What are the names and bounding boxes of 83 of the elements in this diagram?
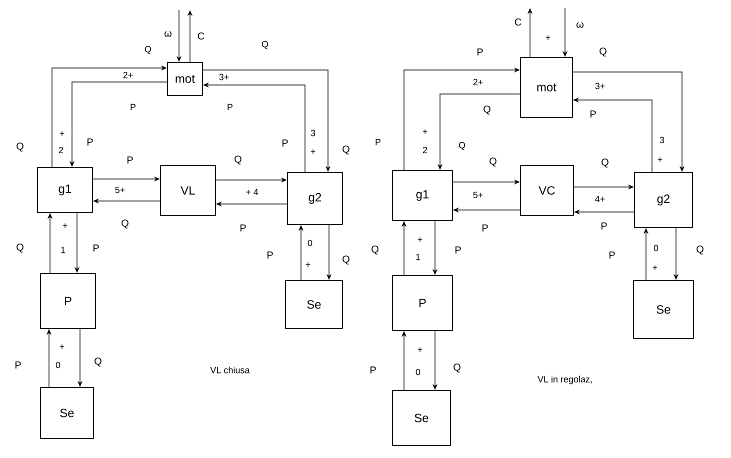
block-box: VL: [160, 165, 216, 216]
edge-label: Q: [93, 356, 103, 368]
annotation: 2+: [473, 78, 483, 86]
block-box: mot: [520, 57, 573, 118]
block-box: P: [392, 275, 453, 331]
edge-label: Q: [370, 244, 380, 256]
annotation: 1: [61, 246, 66, 254]
edge-label: P: [480, 224, 490, 232]
edge-label: P: [476, 48, 484, 56]
annotation: 3+: [595, 82, 605, 90]
annotation: 0: [416, 368, 420, 376]
edge-label: ω: [163, 30, 173, 38]
edge-label: P: [588, 110, 598, 118]
annotation: +: [306, 262, 310, 267]
edge-label: Q: [341, 144, 351, 156]
edge-label: P: [368, 366, 378, 374]
annotation: 3: [310, 130, 316, 136]
annotation: +: [62, 223, 68, 228]
edge-label: Q: [15, 142, 25, 152]
edge-label: C: [513, 17, 523, 27]
annotation: 5+: [115, 186, 125, 194]
annotation: +: [60, 344, 64, 349]
edge-label: P: [92, 244, 100, 252]
block-box: Se: [40, 387, 94, 439]
block-box: Se: [285, 280, 343, 329]
edge-label: Q: [233, 154, 243, 166]
block-box: g2: [287, 172, 343, 225]
edge-label: P: [600, 222, 608, 230]
edge-label: P: [266, 250, 274, 260]
edge-label: P: [14, 360, 22, 370]
block-box: Se: [633, 280, 694, 339]
annotation: +: [422, 129, 428, 134]
annotation: +: [658, 157, 662, 162]
annotation: 0: [654, 244, 658, 252]
annotation: +: [418, 347, 422, 352]
edge-label: C: [196, 31, 206, 41]
edge-label: P: [86, 138, 94, 146]
edge-label: P: [280, 138, 290, 148]
edge-label: Q: [488, 156, 498, 168]
block-box: VC: [520, 165, 574, 216]
annotation: 0: [56, 362, 60, 368]
edge-label: Q: [341, 254, 351, 266]
edge-label: P: [608, 250, 616, 260]
edge-label: Q: [15, 242, 25, 254]
annotation: 2: [58, 146, 64, 154]
edge-label: ω: [575, 21, 585, 29]
edge-label: P: [238, 224, 248, 232]
annotation: Q: [144, 46, 152, 54]
annotation: +: [60, 131, 64, 136]
edge-label: Q: [452, 362, 462, 374]
edge-label: Q: [482, 104, 492, 116]
annotation: 1: [416, 254, 420, 260]
edge-label: Q: [120, 218, 130, 230]
annotation: 3+: [219, 74, 229, 80]
annotation: 2+: [123, 72, 133, 78]
annotation: +: [652, 265, 658, 270]
block-box: g1: [37, 167, 93, 213]
edge-label: Q: [598, 46, 608, 58]
annotation: P: [130, 104, 136, 110]
annotation: P: [376, 138, 381, 146]
edge-label: Q: [695, 244, 705, 256]
annotation: Q: [262, 41, 268, 49]
annotation: 0: [308, 240, 312, 246]
annotation: VL in regolaz,: [538, 376, 592, 384]
annotation: 5+: [473, 192, 483, 198]
annotation: 3: [660, 136, 664, 144]
annotation: + 4: [246, 188, 258, 196]
annotation: 4+: [595, 196, 605, 202]
annotation: +: [418, 237, 422, 242]
block-box: P: [40, 273, 96, 329]
edge-label: Q: [600, 158, 610, 168]
edge-label: P: [126, 156, 134, 164]
annotation: 2: [422, 146, 428, 154]
block-box: mot: [167, 62, 203, 96]
annotation: +: [546, 35, 550, 40]
block-box: g2: [634, 172, 693, 228]
edge-label: P: [454, 246, 462, 254]
annotation: Q: [458, 142, 466, 150]
block-box: g1: [392, 170, 453, 221]
block-box: Se: [392, 390, 451, 446]
annotation: VL chiusa: [210, 366, 250, 374]
annotation: +: [310, 149, 316, 154]
annotation: P: [228, 104, 233, 110]
